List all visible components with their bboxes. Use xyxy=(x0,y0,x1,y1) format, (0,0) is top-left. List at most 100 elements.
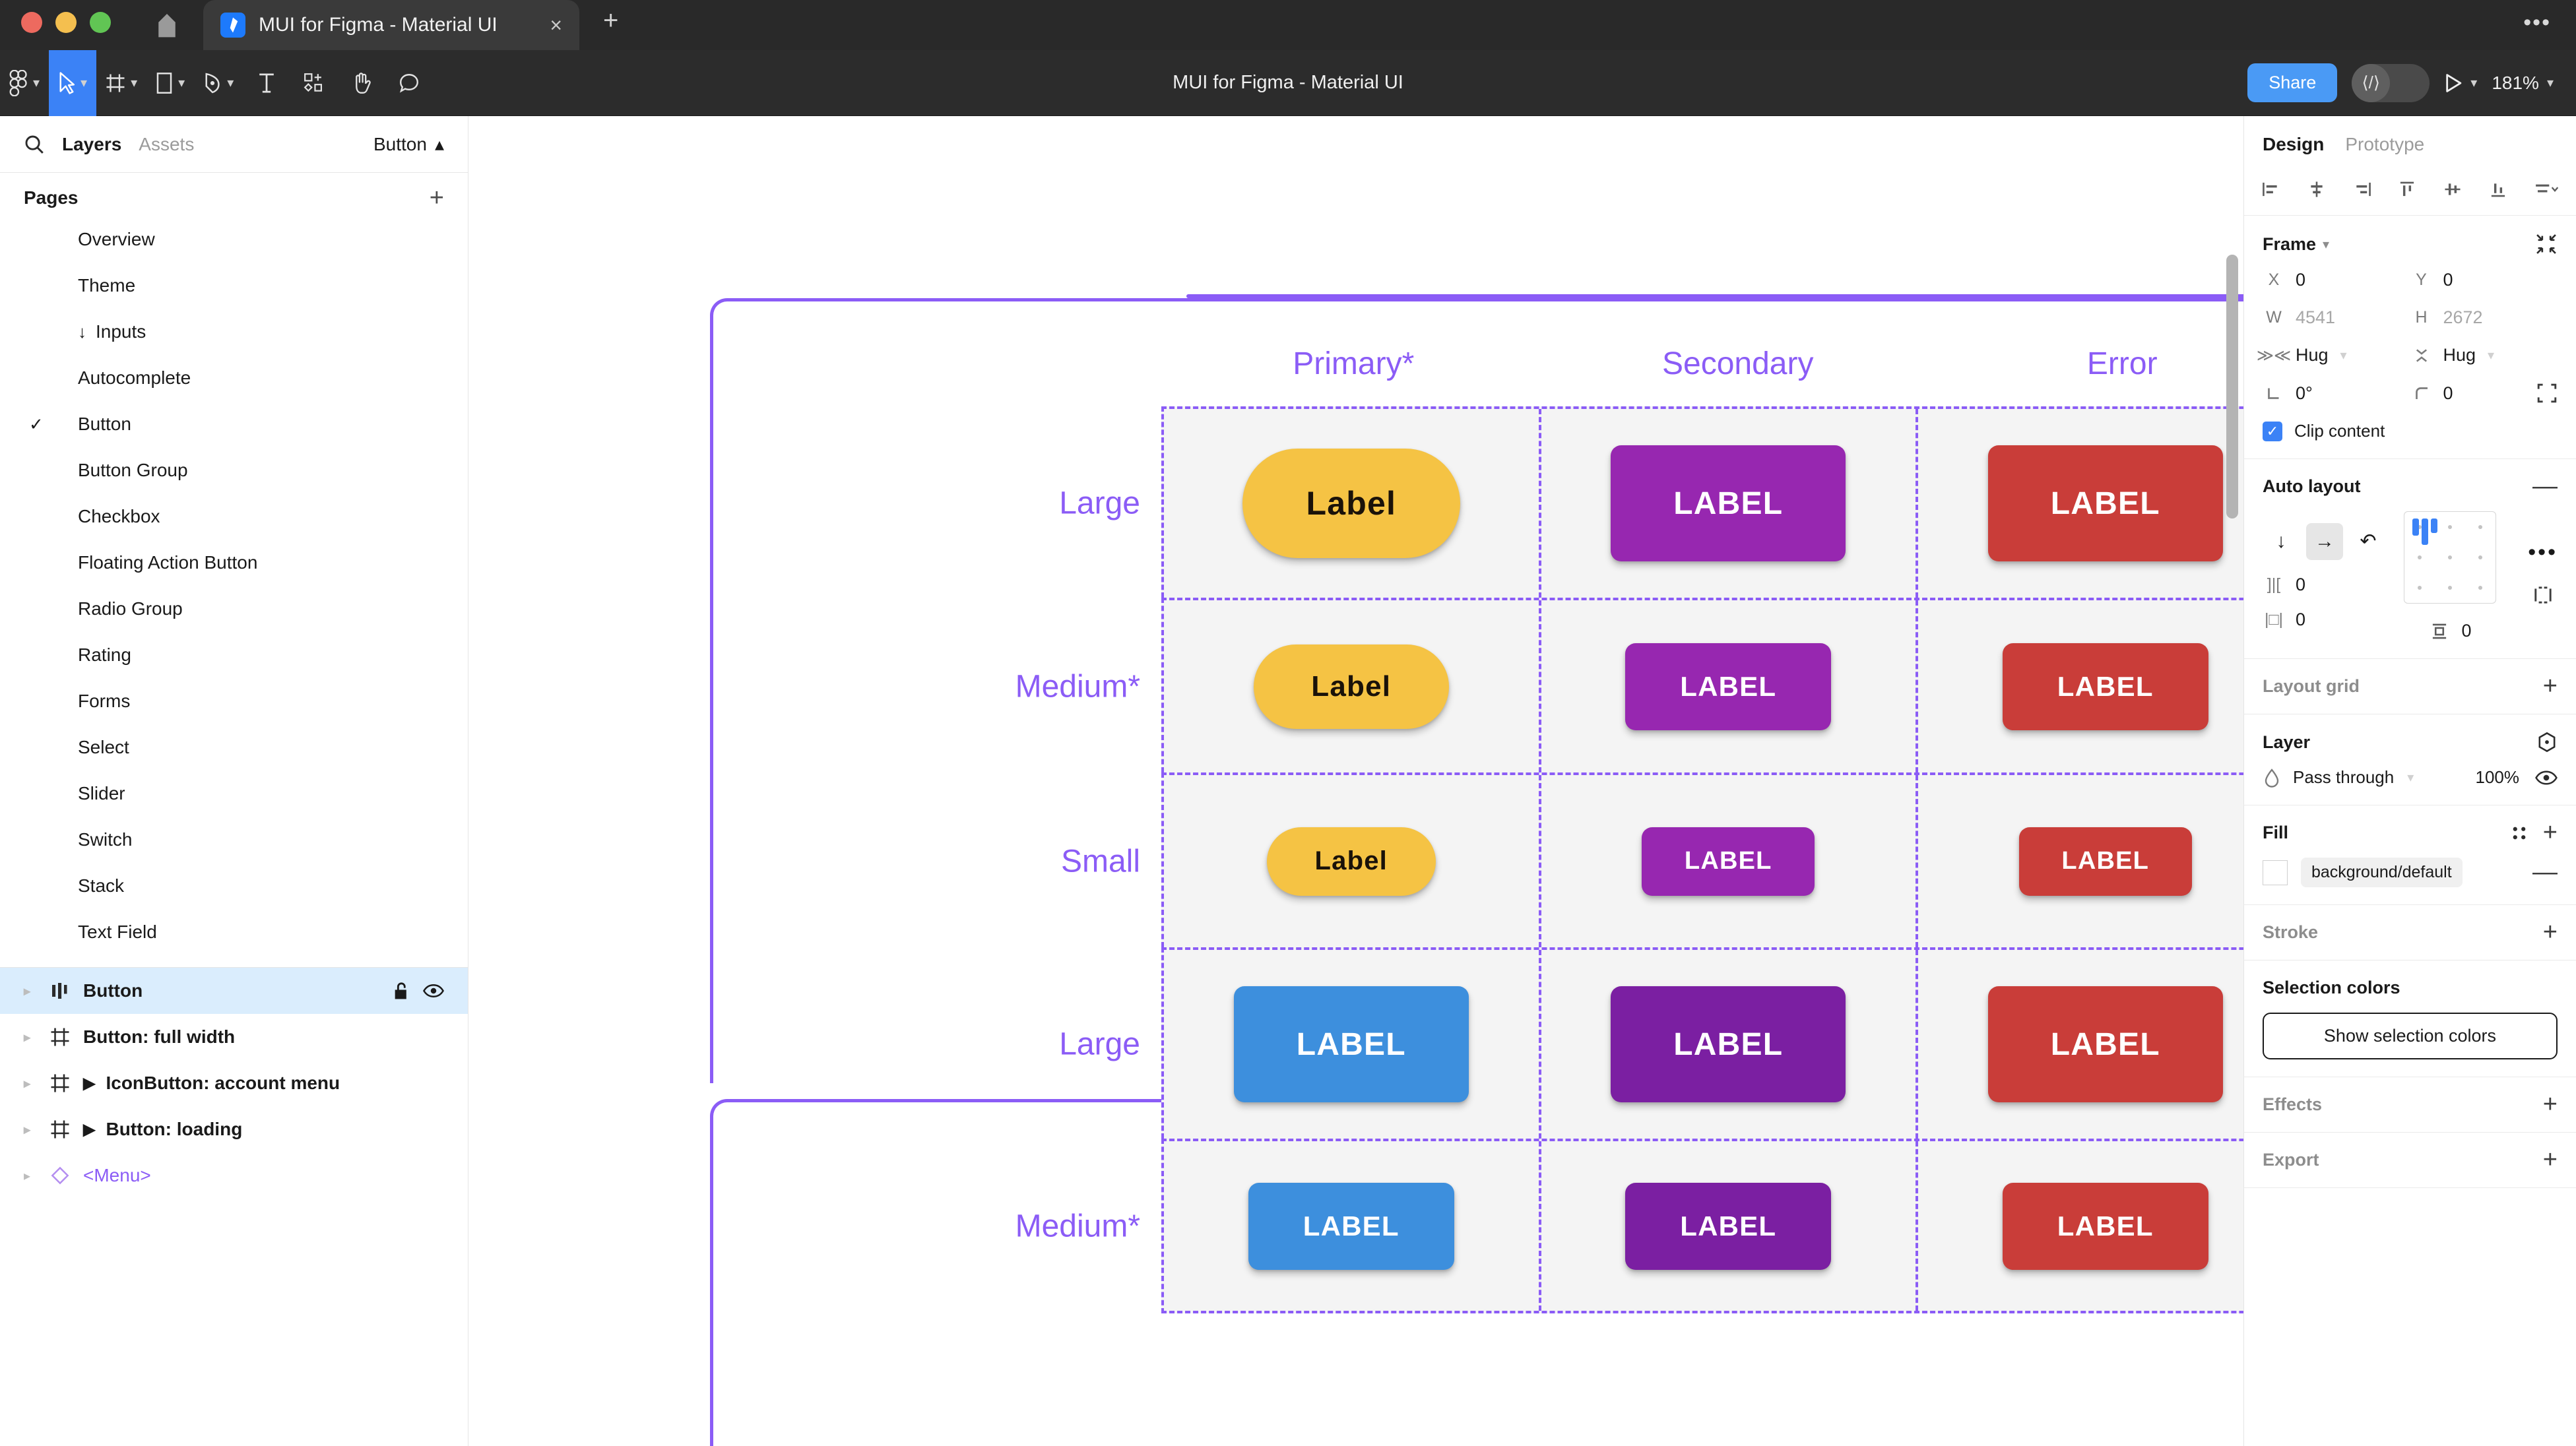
remove-auto-layout-button[interactable]: — xyxy=(2532,472,2558,500)
x-position-field[interactable]: X 0 xyxy=(2263,270,2410,290)
distribute-menu-icon[interactable] xyxy=(2534,181,2559,198)
page-item-radio-group[interactable]: Radio Group xyxy=(0,586,468,632)
mui-button[interactable]: LABEL xyxy=(1987,445,2223,561)
minimize-window-button[interactable] xyxy=(55,12,77,33)
chevron-down-icon[interactable]: ▾ xyxy=(2407,770,2414,785)
page-item-inputs[interactable]: ↓Inputs xyxy=(0,309,468,355)
tab-design[interactable]: Design xyxy=(2263,134,2325,154)
direction-vertical-button[interactable]: ↓ xyxy=(2276,530,2286,552)
layer-row[interactable]: ▸▶Button: loading xyxy=(0,1106,468,1152)
direction-wrap-button[interactable]: ↶ xyxy=(2360,530,2377,552)
y-position-field[interactable]: Y 0 xyxy=(2410,270,2558,290)
page-item-checkbox[interactable]: Checkbox xyxy=(0,493,468,540)
close-icon[interactable]: × xyxy=(550,13,562,37)
align-left-icon[interactable] xyxy=(2261,181,2281,198)
add-stroke-button[interactable]: + xyxy=(2542,918,2558,947)
collapse-frame-icon[interactable] xyxy=(2535,233,2558,255)
mui-button[interactable]: LABEL xyxy=(2018,827,2192,896)
align-right-icon[interactable] xyxy=(2352,181,2372,198)
page-item-floating-action-button[interactable]: Floating Action Button xyxy=(0,540,468,586)
hand-tool-icon[interactable] xyxy=(338,50,385,116)
present-button[interactable]: ▾ xyxy=(2444,73,2477,94)
opacity-value[interactable]: 100% xyxy=(2475,767,2520,787)
page-item-forms[interactable]: Forms xyxy=(0,678,468,724)
zoom-control[interactable]: 181% ▾ xyxy=(2492,73,2554,94)
comment-tool-icon[interactable] xyxy=(385,50,433,116)
dev-mode-toggle[interactable]: ⟨/⟩ xyxy=(2352,63,2430,102)
blend-mode-value[interactable]: Pass through xyxy=(2293,767,2395,787)
resources-icon[interactable] xyxy=(290,50,338,116)
layer-row[interactable]: ▸Button: full width xyxy=(0,1014,468,1060)
padding-horizontal-field[interactable]: |□| 0 xyxy=(2263,610,2387,630)
horizontal-resizing-select[interactable]: ≫≪ Hug ▾ xyxy=(2257,345,2410,365)
add-export-button[interactable]: + xyxy=(2542,1146,2558,1174)
chevron-down-icon[interactable]: ▾ xyxy=(2546,76,2554,90)
vertical-resizing-select[interactable]: Hug ▾ xyxy=(2410,345,2558,365)
layer-row[interactable]: ▸Button xyxy=(0,968,468,1014)
close-window-button[interactable] xyxy=(21,12,42,33)
move-tool-icon[interactable]: ▾ xyxy=(49,49,97,116)
fill-color-swatch[interactable] xyxy=(2263,860,2288,885)
pen-tool-icon[interactable]: ▾ xyxy=(194,50,243,116)
corner-radius-field[interactable]: 0 xyxy=(2410,383,2558,404)
chevron-down-icon[interactable]: ▾ xyxy=(33,76,40,90)
expand-arrow-icon[interactable]: ▸ xyxy=(24,984,31,999)
clip-content-checkbox[interactable]: ✓ xyxy=(2263,421,2282,441)
mui-button[interactable]: Label xyxy=(1266,827,1436,896)
fill-style-name[interactable]: background/default xyxy=(2301,858,2463,887)
padding-vertical-field[interactable]: 0 xyxy=(2428,621,2472,641)
page-item-rating[interactable]: Rating xyxy=(0,632,468,678)
tab-assets[interactable]: Assets xyxy=(139,133,195,154)
mui-button[interactable]: Label xyxy=(1253,644,1449,729)
browser-tab[interactable]: MUI for Figma - Material UI × xyxy=(203,0,579,50)
auto-layout-more-icon[interactable]: ••• xyxy=(2528,540,2558,565)
maximize-window-button[interactable] xyxy=(90,12,111,33)
expand-arrow-icon[interactable]: ▸ xyxy=(24,1168,31,1183)
layer-row[interactable]: ▸<Menu> xyxy=(0,1152,468,1199)
tab-layers[interactable]: Layers xyxy=(62,133,122,154)
page-item-text-field[interactable]: Text Field xyxy=(0,909,468,955)
mui-button[interactable]: LABEL xyxy=(1233,986,1469,1102)
page-item-autocomplete[interactable]: Autocomplete xyxy=(0,355,468,401)
frame-tool-icon[interactable]: ▾ xyxy=(96,50,146,116)
align-horizontal-center-icon[interactable] xyxy=(2307,181,2327,198)
page-item-select[interactable]: Select xyxy=(0,724,468,770)
add-page-button[interactable]: + xyxy=(429,183,444,212)
mui-button[interactable]: LABEL xyxy=(1611,445,1846,561)
show-selection-colors-button[interactable]: Show selection colors xyxy=(2263,1013,2558,1059)
visibility-eye-icon[interactable] xyxy=(423,984,444,998)
page-item-button-group[interactable]: Button Group xyxy=(0,447,468,493)
figma-menu-icon[interactable]: ▾ xyxy=(0,50,49,116)
layer-settings-icon[interactable] xyxy=(2536,732,2558,753)
unlock-icon[interactable] xyxy=(393,982,410,1000)
align-bottom-icon[interactable] xyxy=(2488,181,2508,198)
share-button[interactable]: Share xyxy=(2247,63,2338,102)
mui-button[interactable]: LABEL xyxy=(1625,1182,1832,1270)
mui-button[interactable]: LABEL xyxy=(2002,643,2208,730)
align-vertical-center-icon[interactable] xyxy=(2443,181,2463,198)
page-item-stack[interactable]: Stack xyxy=(0,863,468,909)
clip-content-row[interactable]: ✓ Clip content xyxy=(2263,421,2558,441)
add-effect-button[interactable]: + xyxy=(2542,1090,2558,1119)
add-layout-grid-button[interactable]: + xyxy=(2542,672,2558,701)
independent-corners-icon[interactable] xyxy=(2536,383,2558,404)
layer-row[interactable]: ▸▶IconButton: account menu xyxy=(0,1060,468,1106)
browser-menu-icon[interactable]: ••• xyxy=(2523,10,2551,35)
mui-button[interactable]: Label xyxy=(1242,449,1460,558)
shape-tool-icon[interactable]: ▾ xyxy=(146,50,194,116)
new-tab-button[interactable]: + xyxy=(603,6,619,35)
home-button[interactable] xyxy=(131,0,203,50)
search-icon[interactable] xyxy=(24,134,45,155)
page-item-overview[interactable]: Overview xyxy=(0,216,468,263)
chevron-down-icon[interactable]: ▾ xyxy=(80,76,88,90)
individual-padding-icon[interactable] xyxy=(2532,584,2554,606)
mui-button[interactable]: LABEL xyxy=(1611,986,1846,1102)
gap-field[interactable]: ]|[ 0 xyxy=(2263,575,2387,595)
chevron-down-icon[interactable]: ▾ xyxy=(131,76,138,90)
canvas-scrollbar[interactable] xyxy=(2226,255,2238,519)
rotation-field[interactable]: 0° xyxy=(2263,383,2410,404)
tab-prototype[interactable]: Prototype xyxy=(2345,134,2425,154)
page-item-theme[interactable]: Theme xyxy=(0,263,468,309)
page-selector[interactable]: Button ▴ xyxy=(373,133,444,155)
text-tool-icon[interactable] xyxy=(243,50,290,116)
